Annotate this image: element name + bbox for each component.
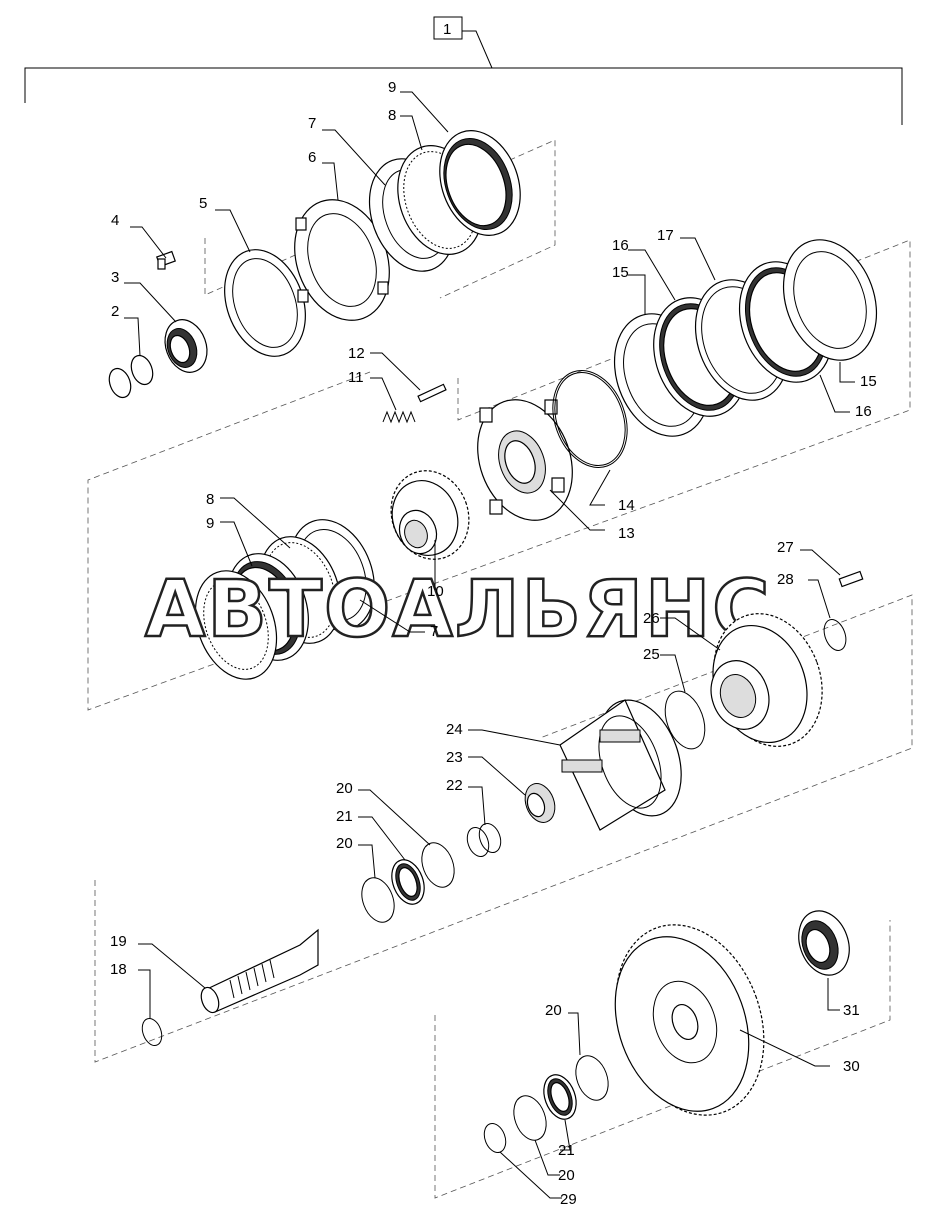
part-20-washer (361, 842, 455, 923)
part-5-plate (224, 249, 306, 357)
part-21-ring (391, 859, 425, 905)
part-23-needle-bearing (524, 783, 556, 823)
callout-15: 15 (612, 264, 629, 281)
part-4-screw (156, 250, 176, 270)
callout-1: 1 (443, 21, 451, 38)
part-29-ring (483, 1122, 507, 1154)
callout-19: 19 (110, 933, 127, 950)
callout-8: 8 (388, 107, 396, 124)
part-20-washer-lower (513, 1055, 609, 1141)
callout-16-rear: 16 (855, 403, 872, 420)
callout-21-lower: 21 (558, 1142, 575, 1159)
callout-15-rear: 15 (860, 373, 877, 390)
part-21-ring-lower (543, 1074, 577, 1120)
callout-30: 30 (843, 1058, 860, 1075)
callout-2: 2 (111, 303, 119, 320)
callout-11: 11 (348, 369, 364, 386)
part-28-ring (823, 619, 847, 651)
callout-20: 20 (336, 780, 353, 797)
part-30-large-gear (614, 924, 765, 1116)
leader-lines (124, 91, 855, 1199)
watermark-text: АВТОАЛЬЯНС (145, 565, 772, 655)
part-19-shaft (200, 928, 319, 1014)
callout-21: 21 (336, 808, 353, 825)
part-15-disc-rear (782, 239, 878, 361)
callout-4: 4 (111, 212, 119, 229)
callout-26: 26 (643, 610, 660, 627)
callout-5: 5 (199, 195, 207, 212)
callout-9: 9 (388, 79, 396, 96)
part-9-disc (439, 130, 521, 236)
callout-10: 10 (427, 583, 444, 600)
part-25-ring (664, 690, 706, 750)
callout-24: 24 (446, 721, 463, 738)
callout-12: 12 (348, 345, 365, 362)
callout-3: 3 (111, 269, 119, 286)
part-14-o-ring (552, 370, 628, 468)
callout-31: 31 (843, 1002, 860, 1019)
callout-18: 18 (110, 961, 127, 978)
part-10-gear (390, 470, 470, 560)
callout-20-b: 20 (336, 835, 353, 852)
part-12-pin (417, 383, 447, 403)
part-27-bolt (838, 570, 864, 588)
callout-7: 7 (308, 115, 316, 132)
part-31-bearing (798, 910, 850, 976)
part-13-piston (477, 399, 573, 521)
callout-22: 22 (446, 777, 463, 794)
callout-28: 28 (777, 571, 794, 588)
callout-8-lower: 8 (206, 491, 214, 508)
part-2-snap-ring (108, 354, 154, 399)
callout-23: 23 (446, 749, 463, 766)
part-11-spring (382, 410, 416, 424)
part-24-clutch-drum (559, 699, 682, 831)
part-22-snap-ring (466, 822, 502, 858)
part-26-gear (710, 613, 823, 747)
callout-7-lower: 7 (430, 623, 438, 640)
part-toothed-disc-lower (194, 570, 278, 680)
callout-6: 6 (308, 149, 316, 166)
callout-14: 14 (618, 497, 635, 514)
callout-20-c: 20 (545, 1002, 562, 1019)
callout-17: 17 (657, 227, 674, 244)
assembly-bracket (24, 16, 903, 125)
callout-16: 16 (612, 237, 629, 254)
callout-27: 27 (777, 539, 794, 556)
callout-25: 25 (643, 646, 660, 663)
callout-20-d: 20 (558, 1167, 575, 1184)
part-18-snap-ring (141, 1017, 163, 1047)
part-3-bearing (164, 319, 208, 373)
callout-9-lower: 9 (206, 515, 214, 532)
callout-29: 29 (560, 1191, 577, 1208)
callout-13: 13 (618, 525, 635, 542)
